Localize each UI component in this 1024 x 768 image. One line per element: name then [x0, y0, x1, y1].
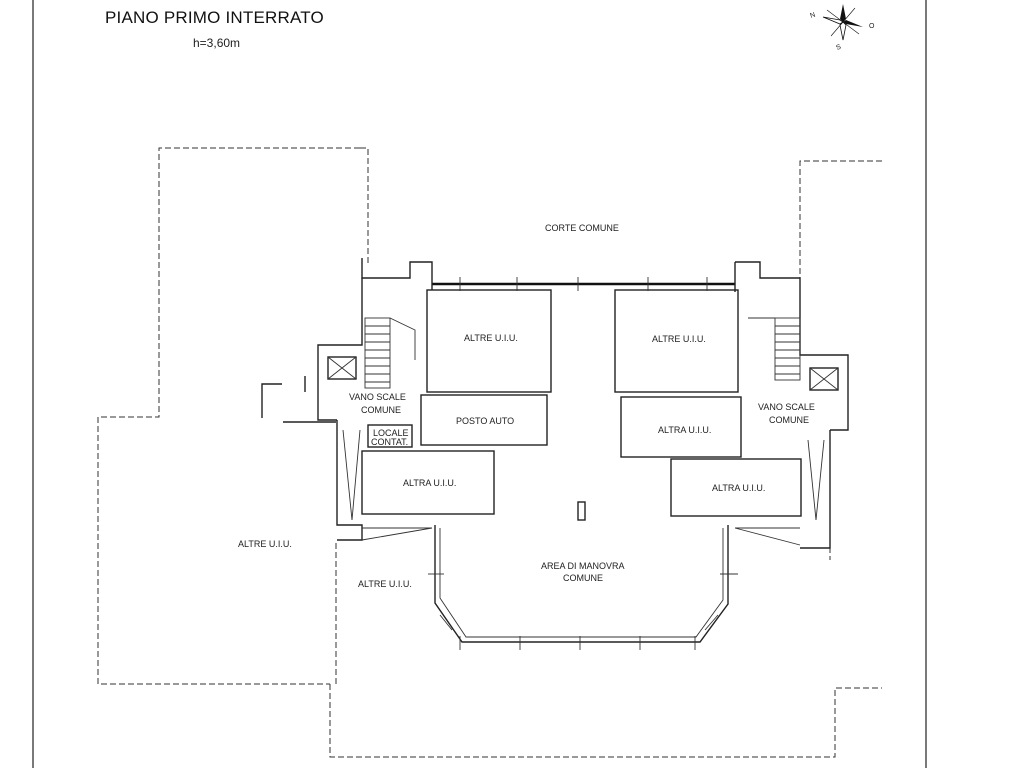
stairs-right: [748, 317, 801, 381]
boundary-bottom: [329, 684, 882, 758]
building-walls: [317, 258, 849, 643]
floor-height: h=3,60m: [193, 36, 241, 50]
unit-right: [670, 458, 802, 517]
posto-auto-box: [420, 394, 548, 446]
elevator-left-icon: [327, 356, 357, 380]
label-vano-scale-right-1: VANO SCALE: [758, 402, 815, 412]
ramps: [342, 429, 825, 546]
label-altra-uiu-right: ALTRA U.I.U.: [712, 483, 765, 493]
label-vano-scale-left-1: VANO SCALE: [349, 392, 406, 402]
locale-contatori-box: [367, 424, 413, 448]
compass-south: S: [835, 44, 842, 52]
label-locale-2: CONTAT.: [371, 437, 408, 447]
column: [577, 501, 586, 521]
unit-mid-right: [620, 396, 742, 458]
label-altra-uiu-left: ALTRA U.I.U.: [403, 478, 456, 488]
label-corte-comune: CORTE COMUNE: [545, 223, 619, 233]
stairs-left: [364, 317, 416, 389]
stub-wall-left: [261, 383, 282, 418]
label-vano-scale-right-2: COMUNE: [769, 415, 809, 425]
label-altre-uiu-bottom-left: ALTRE U.I.U.: [358, 579, 412, 589]
compass-west: N: [809, 12, 816, 20]
boundary-right-upper: [799, 160, 882, 278]
compass-east: O: [869, 23, 875, 30]
unit-top-right: [614, 289, 739, 393]
label-locale-1: LOCALE: [373, 428, 409, 438]
label-vano-scale-left-2: COMUNE: [361, 405, 401, 415]
label-altre-uiu-far-left: ALTRE U.I.U.: [238, 539, 292, 549]
label-area-manovra-1: AREA DI MANOVRA: [541, 561, 625, 571]
page-title: PIANO PRIMO INTERRATO: [105, 8, 324, 27]
elevator-right-icon: [809, 367, 839, 391]
label-altre-uiu-top-left: ALTRE U.I.U.: [464, 333, 518, 343]
boundary-left-inner: [360, 147, 369, 265]
unit-top-left: [426, 289, 552, 393]
window-ticks: [428, 277, 738, 650]
label-posto-auto: POSTO AUTO: [456, 416, 514, 426]
compass-rose-icon: N O S: [809, 4, 875, 52]
label-altra-uiu-mid-right: ALTRA U.I.U.: [658, 425, 711, 435]
label-altre-uiu-top-right: ALTRE U.I.U.: [652, 334, 706, 344]
boundary-left-upper: [97, 147, 360, 685]
unit-left: [361, 450, 495, 515]
label-area-manovra-2: COMUNE: [563, 573, 603, 583]
